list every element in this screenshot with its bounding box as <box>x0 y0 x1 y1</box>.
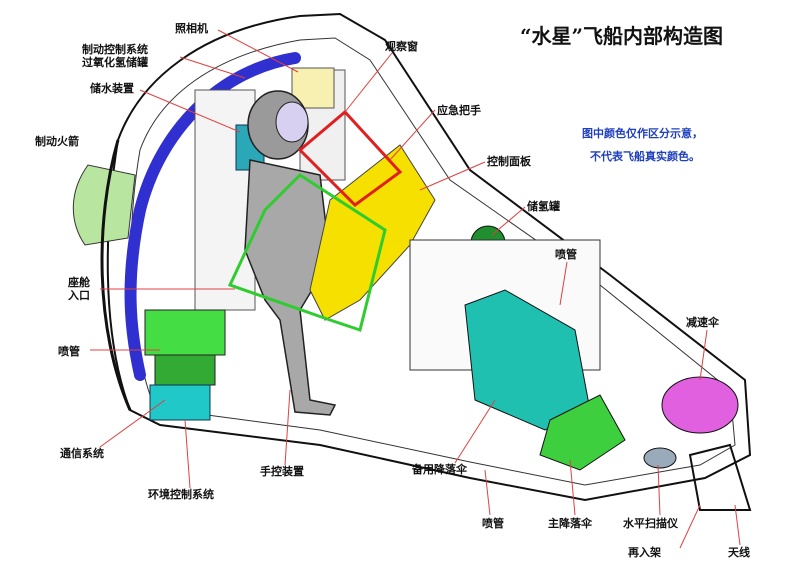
leader-scanner <box>657 464 661 516</box>
drogue-chute-canister <box>661 376 739 434</box>
label-hatch-1: 座舱 <box>68 276 90 289</box>
leader-rack <box>679 504 701 549</box>
label-emergency-handle: 应急把手 <box>437 104 481 117</box>
peroxide-tank-blue <box>124 52 301 381</box>
label-drogue-chute: 减速伞 <box>686 316 719 329</box>
label-hatch-2: 入口 <box>68 289 90 302</box>
heat-shield-curve <box>100 139 132 411</box>
control-panel-yellow <box>309 144 436 321</box>
interior-frame-1 <box>194 89 256 311</box>
leader-reserve <box>454 399 496 464</box>
leader-window <box>344 52 393 113</box>
leader-brake-ctrl <box>179 56 246 79</box>
leader-emergency <box>389 109 436 161</box>
label-reserve-chute: 备用降落伞 <box>412 463 467 476</box>
reentry-rack-shape <box>688 443 752 511</box>
label-nozzle-bottom: 喷管 <box>482 517 504 530</box>
label-control-panel: 控制面板 <box>487 155 531 168</box>
label-nozzle-left: 喷管 <box>58 345 80 358</box>
leader-drogue <box>699 329 708 381</box>
label-brake-ctrl-1: 制动控制系统 <box>82 43 148 56</box>
label-reentry-rack: 再入架 <box>628 546 661 559</box>
lower-left-box-green <box>144 309 226 356</box>
label-hand-controller: 手控装置 <box>260 465 304 478</box>
label-h-tank: 储氢罐 <box>527 200 560 213</box>
main-chute-canister <box>539 394 626 471</box>
astronaut-visor <box>275 101 309 143</box>
label-horizon-scanner: 水平扫描仪 <box>623 517 678 530</box>
label-nozzle-upper-right: 喷管 <box>555 248 577 261</box>
lower-left-box-green-2 <box>154 354 216 386</box>
leader-h-tank <box>491 206 526 236</box>
leader-main-chute <box>569 459 576 516</box>
label-main-chute: 主降落伞 <box>548 517 592 530</box>
label-retro-rocket: 制动火箭 <box>35 135 79 148</box>
leader-antenna <box>734 504 741 546</box>
leader-lines <box>90 29 741 549</box>
label-antenna: 天线 <box>728 546 750 559</box>
leader-nozzle-ur <box>559 261 568 306</box>
leader-water <box>139 89 241 133</box>
label-comm-system: 通信系统 <box>60 447 104 460</box>
label-brake-ctrl-2: 过氧化氢储罐 <box>82 56 148 69</box>
label-env-control: 环境控制系统 <box>148 488 214 501</box>
diagram-title: “水星”飞船内部构造图 <box>520 24 724 48</box>
leader-control-panel <box>419 161 486 191</box>
window-highlight-red <box>297 109 403 207</box>
leader-nozzle-bottom <box>484 469 491 516</box>
leader-env <box>184 419 191 489</box>
leader-camera <box>217 29 299 73</box>
label-window: 观察窗 <box>385 40 418 53</box>
horizon-scanner-shape <box>643 447 677 469</box>
env-control-box-cyan <box>149 384 211 421</box>
label-water-storage: 储水装置 <box>90 82 134 95</box>
seat-highlight-green <box>227 173 387 332</box>
label-camera: 照相机 <box>175 22 208 35</box>
leader-hand <box>284 389 291 466</box>
leader-comm <box>99 399 166 448</box>
color-note-line1: 图中颜色仅作区分示意， <box>582 127 703 140</box>
color-note-line2: 不代表飞船真实颜色。 <box>590 150 700 163</box>
